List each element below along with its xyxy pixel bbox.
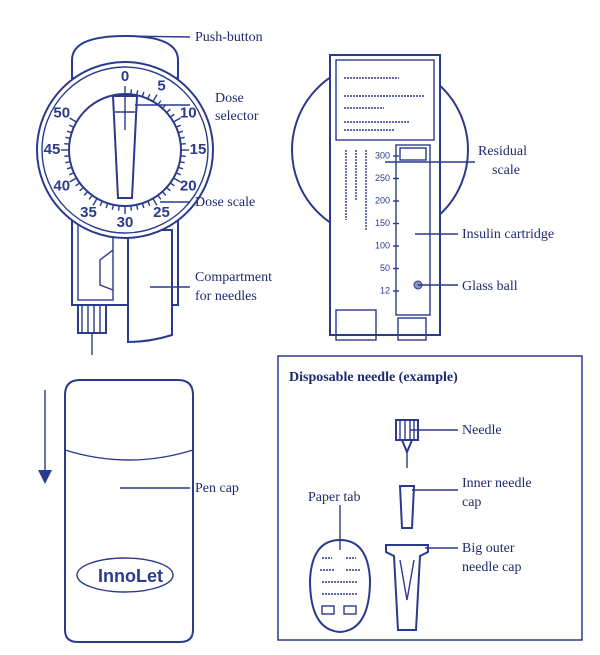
dial-tick xyxy=(68,172,75,176)
dial-tick xyxy=(135,90,139,96)
dial-tick xyxy=(88,194,93,200)
dial-tick xyxy=(152,94,158,102)
label-glass-ball: Glass ball xyxy=(462,279,518,294)
dial-tick xyxy=(169,113,175,118)
residual-scale-mark: 100 xyxy=(375,240,390,250)
dial-number: 10 xyxy=(180,104,197,121)
dial-tick xyxy=(166,186,171,192)
label-dose-selector: Dose xyxy=(215,91,244,106)
label-residual-scale-2: scale xyxy=(492,163,520,178)
paper-tab xyxy=(308,538,372,634)
dial-tick xyxy=(179,136,185,140)
dial-tick xyxy=(64,155,70,158)
dial-tick xyxy=(161,191,167,196)
dial-tick xyxy=(173,177,181,183)
dial-tick xyxy=(69,177,77,183)
dial-number: 15 xyxy=(190,141,207,158)
residual-scale-mark: 150 xyxy=(375,218,390,228)
residual-scale-mark: 250 xyxy=(375,173,390,183)
label-needle: Needle xyxy=(462,423,502,438)
dial-tick xyxy=(157,194,162,200)
pen-front-view: 0 5 10 15 20 25 30 35 40 45 50 xyxy=(36,34,214,355)
innolet-logo: InnoLet xyxy=(98,566,163,586)
dial-tick xyxy=(175,124,182,128)
needle xyxy=(395,419,419,468)
cartridge-window xyxy=(395,144,431,316)
pen-back-view: 300 250 200 150 100 50 12 xyxy=(291,54,469,341)
dial-tick xyxy=(178,130,184,134)
dial-tick xyxy=(65,160,71,164)
dial-tick xyxy=(64,142,70,145)
dial-tick xyxy=(79,186,84,192)
dial-tick xyxy=(179,160,185,164)
residual-scale-mark: 50 xyxy=(380,263,390,273)
label-outer-needle-cap: Big outer xyxy=(462,541,515,556)
dial-tick xyxy=(66,130,72,134)
dial-tick xyxy=(117,205,120,211)
label-inner-needle-cap-2: cap xyxy=(462,495,481,510)
dial-tick xyxy=(180,142,186,145)
dial-tick xyxy=(147,200,151,207)
dial-tick xyxy=(65,136,71,140)
dial-number: 5 xyxy=(157,78,165,95)
dial-tick xyxy=(83,191,89,196)
panel-title: Disposable needle (example) xyxy=(289,370,458,385)
dial-number: 45 xyxy=(44,141,61,158)
dial-tick xyxy=(130,205,133,211)
dial-tick xyxy=(152,198,158,206)
dial-tick xyxy=(75,182,81,187)
label-insulin-cartridge: Insulin cartridge xyxy=(462,227,554,242)
dose-selector-knob xyxy=(111,95,139,199)
inner-needle-cap xyxy=(398,485,416,529)
dial-tick xyxy=(157,100,162,106)
dial-tick xyxy=(69,117,77,123)
dial-tick xyxy=(178,166,184,170)
dial-tick xyxy=(111,204,115,210)
residual-scale-mark: 200 xyxy=(375,195,390,205)
dial-tick xyxy=(92,198,98,206)
dial-tick xyxy=(99,200,103,207)
label-inner-needle-cap: Inner needle xyxy=(462,476,532,491)
label-outer-needle-cap-2: needle cap xyxy=(462,560,521,575)
label-push-button: Push-button xyxy=(195,30,263,45)
dial-number: 50 xyxy=(53,104,70,121)
dial-number: 20 xyxy=(180,177,197,194)
dial-tick xyxy=(173,117,181,123)
dial-tick xyxy=(180,155,186,158)
dial-number: 35 xyxy=(80,204,97,221)
label-pen-cap: Pen cap xyxy=(195,481,239,496)
dose-dial: 0 5 10 15 20 25 30 35 40 45 50 xyxy=(36,61,214,239)
pen-cap: InnoLet xyxy=(64,379,194,643)
dial-tick xyxy=(166,108,171,114)
disposable-needle-panel: Disposable needle (example) Needle Inner… xyxy=(277,355,583,641)
dial-tick xyxy=(169,182,175,187)
dial-tick xyxy=(66,166,72,170)
dial-tick xyxy=(105,203,109,209)
label-residual-scale: Residual xyxy=(478,144,527,159)
dial-tick xyxy=(141,203,145,209)
needle-compartment xyxy=(127,229,173,344)
dial-number: 40 xyxy=(53,177,70,194)
residual-scale-mark: 12 xyxy=(380,285,390,295)
dial-number: 30 xyxy=(117,214,134,231)
dial-number: 25 xyxy=(153,204,170,221)
dial-tick xyxy=(141,91,145,97)
label-paper-tab: Paper tab xyxy=(308,490,360,505)
dial-tick xyxy=(175,172,182,176)
label-dose-scale: Dose scale xyxy=(195,195,255,210)
down-arrow-icon xyxy=(38,390,52,484)
label-compartment-2: for needles xyxy=(195,289,257,304)
dial-tick xyxy=(130,89,133,95)
label-compartment: Compartment xyxy=(195,270,272,285)
dial-tick xyxy=(147,93,151,100)
dial-tick xyxy=(68,124,75,128)
label-dose-selector-2: selector xyxy=(215,109,259,124)
residual-scale-mark: 300 xyxy=(375,150,390,160)
dial-tick xyxy=(135,204,139,210)
dial-number: 0 xyxy=(121,68,129,85)
